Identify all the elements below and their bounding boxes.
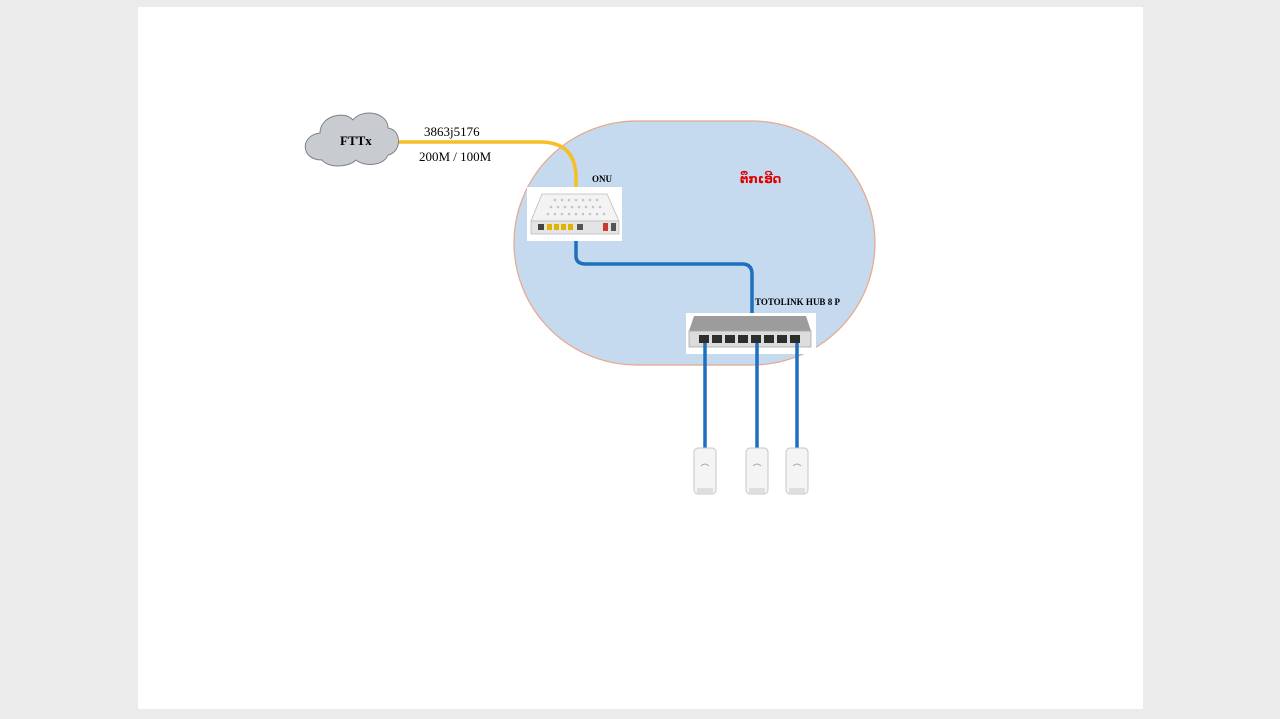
- ethernet-cable-onu-hub: [574, 240, 754, 313]
- speed-label: 200M / 100M: [419, 149, 492, 164]
- access-point-icon: [693, 447, 717, 495]
- onu-label: ONU: [592, 174, 612, 184]
- fiber-cable: [391, 140, 578, 190]
- cloud-label: FTTx: [340, 133, 372, 148]
- room-label: ຕຶກເອີດ: [740, 172, 782, 186]
- cloud-icon: [304, 112, 399, 167]
- onu-router-icon: [527, 187, 622, 241]
- room-zone: [513, 120, 876, 366]
- access-point-icon: [785, 447, 809, 495]
- switch-hub-icon: [686, 313, 816, 354]
- hub-label: TOTOLINK HUB 8 P: [755, 297, 840, 307]
- circuit-id-label: 3863j5176: [424, 124, 480, 139]
- access-point-icon: [745, 447, 769, 495]
